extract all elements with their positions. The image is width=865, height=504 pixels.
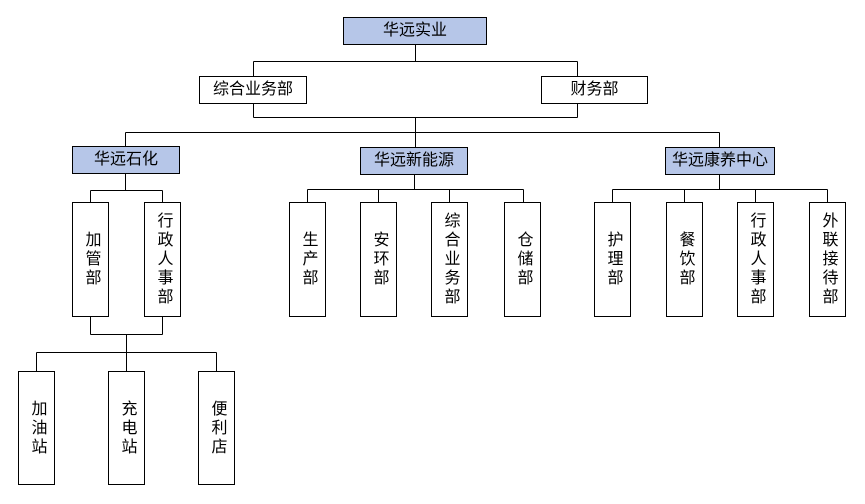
box-gas-station: 加油站 xyxy=(18,371,55,485)
box-huayuan-industry: 华远实业 xyxy=(343,17,487,45)
box-label: 护理部 xyxy=(604,231,622,288)
box-warehouse-dept: 仓储部 xyxy=(504,202,541,317)
box-label: 华远石化 xyxy=(93,151,158,168)
box-label: 充电站 xyxy=(118,399,136,457)
box-label: 外联接待部 xyxy=(819,212,837,307)
box-production-dept: 生产部 xyxy=(289,202,326,317)
box-huayuan-new-energy: 华远新能源 xyxy=(360,147,468,175)
box-label: 餐饮部 xyxy=(676,231,694,288)
box-label: 综合业务部 xyxy=(212,81,293,98)
box-label: 华远康养中心 xyxy=(671,152,768,169)
box-label: 仓储部 xyxy=(514,231,532,288)
box-label: 便利店 xyxy=(208,399,226,457)
box-admin-hr-dept-wellness: 行政人事部 xyxy=(737,202,774,317)
box-safety-environment-dept: 安环部 xyxy=(360,202,397,317)
box-label: 财务部 xyxy=(570,81,619,98)
box-label: 生产部 xyxy=(299,231,317,288)
box-external-liaison-dept: 外联接待部 xyxy=(809,202,846,317)
box-admin-hr-dept-petrochemical: 行政人事部 xyxy=(144,202,181,317)
box-label: 华远实业 xyxy=(382,22,447,39)
box-gas-management-dept: 加管部 xyxy=(72,202,109,317)
box-convenience-store: 便利店 xyxy=(198,371,235,485)
box-label: 加管部 xyxy=(82,231,100,288)
box-label: 华远新能源 xyxy=(373,152,454,169)
box-charging-station: 充电站 xyxy=(108,371,145,485)
box-label: 行政人事部 xyxy=(747,212,765,307)
box-label: 综合业务部 xyxy=(441,212,459,307)
box-general-business-dept: 综合业务部 xyxy=(199,76,307,104)
box-huayuan-petrochemical: 华远石化 xyxy=(72,146,180,174)
box-finance-dept: 财务部 xyxy=(541,76,648,104)
box-catering-dept: 餐饮部 xyxy=(666,202,703,317)
box-nursing-dept: 护理部 xyxy=(594,202,631,317)
box-label: 加油站 xyxy=(28,399,46,457)
box-label: 行政人事部 xyxy=(154,212,172,307)
box-huayuan-wellness-center: 华远康养中心 xyxy=(665,147,775,175)
box-label: 安环部 xyxy=(370,231,388,288)
box-general-business-dept-new-energy: 综合业务部 xyxy=(431,202,468,317)
